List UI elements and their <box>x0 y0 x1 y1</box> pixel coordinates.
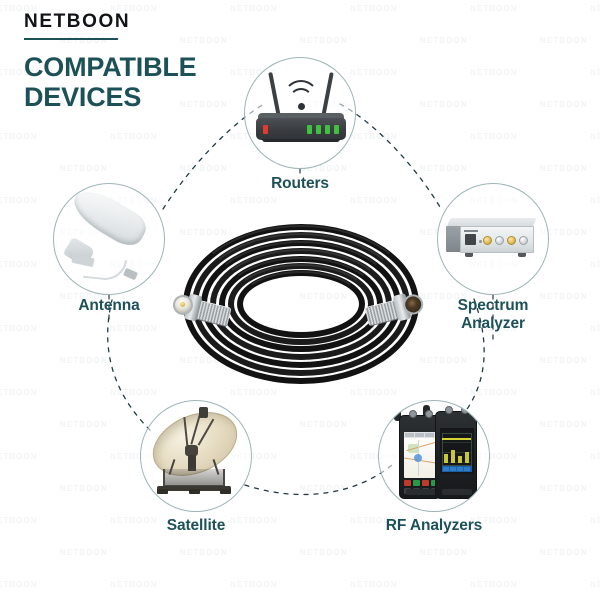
rf-analyzer-icon <box>379 401 489 511</box>
satellite-dish-icon <box>141 401 251 511</box>
dash-satellite-to-rf <box>244 464 393 496</box>
cable-loop-highlight <box>238 271 364 337</box>
node-routers[interactable]: Routers <box>244 57 356 192</box>
page-title-line-2: DEVICES <box>24 82 142 113</box>
dish-feed-horn <box>199 407 208 418</box>
wifi-arc-inner-icon <box>289 88 313 112</box>
analyzer-foot-right <box>518 253 526 257</box>
analyzer-display-port <box>465 234 476 245</box>
dish-mast <box>188 455 196 471</box>
rf-waveform-trace <box>442 438 471 440</box>
rf-analyzer-device-map <box>399 410 441 499</box>
node-routers-label: Routers <box>271 175 329 192</box>
analyzer-connector-3 <box>507 236 516 245</box>
rf-waveform-bars <box>443 449 471 463</box>
rf-bottom-grip-right <box>442 489 472 495</box>
rf-status-bar <box>442 466 472 472</box>
node-rf-analyzers[interactable]: RF Analyzers <box>378 400 490 534</box>
rf-rf-port-2 <box>425 410 433 418</box>
dash-antenna-to-routers <box>162 103 265 210</box>
node-routers-circle <box>244 57 356 169</box>
rf-waveform-screen <box>440 428 474 474</box>
analyzer-brand-mark <box>464 230 478 232</box>
dish-foot-1 <box>157 489 168 494</box>
wifi-arc-outer-icon <box>283 80 319 116</box>
node-antenna[interactable]: Antenna <box>53 183 165 314</box>
cable-loop-highlight <box>229 264 373 344</box>
brand-logo: NETBOON <box>24 11 131 40</box>
dish-truss-frame <box>163 469 225 487</box>
header: NETBOON COMPATIBLE DEVICES <box>24 12 197 112</box>
node-rf-circle <box>378 400 490 512</box>
rf-map-toolbar <box>404 432 438 438</box>
router-top-panel <box>258 113 344 121</box>
node-satellite-label: Satellite <box>166 517 226 534</box>
analyzer-connector-2 <box>495 236 504 245</box>
analyzer-front-panel <box>460 226 534 253</box>
rf-map-marker <box>414 454 422 462</box>
router-base <box>262 139 340 142</box>
node-satellite[interactable]: Satellite <box>140 400 252 534</box>
node-antenna-label: Antenna <box>78 297 140 314</box>
analyzer-connector-4 <box>519 236 528 245</box>
router-led-green-2 <box>316 125 321 134</box>
rf-bottom-grip-left <box>406 489 436 495</box>
page-title-line-1: COMPATIBLE <box>24 52 197 82</box>
spectrum-analyzer-icon <box>438 184 548 294</box>
analyzer-indicator <box>479 240 482 243</box>
cable-loop-highlight <box>184 225 418 383</box>
router-led-green-3 <box>325 125 330 134</box>
rf-rf-port-4 <box>461 406 469 414</box>
dish-foot-3 <box>220 489 231 494</box>
rf-map-screen <box>404 432 438 478</box>
rf-analyzer-device-spectrum <box>435 406 477 499</box>
dish-base-rail <box>157 486 231 491</box>
rf-rf-port-1 <box>409 410 417 418</box>
node-spectrum-analyzer[interactable]: Spectrum Analyzer <box>437 183 549 332</box>
cable-loop-highlight <box>220 257 382 351</box>
router-led-green-4 <box>334 125 339 134</box>
cable-loop-highlight <box>202 241 400 367</box>
router-led-green-1 <box>307 125 312 134</box>
coaxial-cable-coil <box>170 222 426 387</box>
analyzer-side-panel <box>446 226 464 252</box>
rf-waveform-grid <box>442 433 472 466</box>
node-spectrum-label: Spectrum Analyzer <box>457 297 529 333</box>
rf-handle-left <box>394 405 401 421</box>
dish-foot-2 <box>189 489 200 494</box>
router-body <box>256 118 346 140</box>
dish-hub <box>185 445 198 456</box>
node-satellite-circle <box>140 400 252 512</box>
antenna-connector <box>122 267 139 281</box>
analyzer-connector-1 <box>483 236 492 245</box>
antenna-cable <box>82 255 128 283</box>
router-led-power-red <box>263 125 268 134</box>
directional-antenna-icon <box>54 184 164 294</box>
node-rf-label: RF Analyzers <box>385 517 483 534</box>
node-antenna-circle <box>53 183 165 295</box>
rf-rf-port-3 <box>445 406 453 414</box>
analyzer-foot-left <box>465 253 473 257</box>
router-icon <box>245 58 355 168</box>
cable-loop-highlight <box>211 249 391 359</box>
cable-loop-highlight <box>193 233 409 375</box>
page-title: COMPATIBLE DEVICES <box>24 52 197 112</box>
node-spectrum-circle <box>437 183 549 295</box>
wifi-dot-icon <box>298 103 305 110</box>
